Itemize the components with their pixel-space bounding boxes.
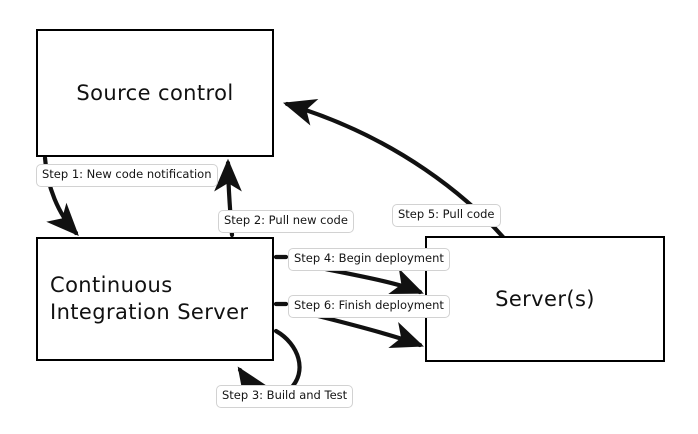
node-source-control-label: Source control	[76, 80, 234, 105]
node-ci-server[interactable]: Continuous Integration Server	[36, 237, 274, 361]
edge-label-step2: Step 2: Pull new code	[218, 210, 354, 233]
edge-label-step3: Step 3: Build and Test	[216, 385, 354, 408]
edge-step6-path	[273, 301, 420, 345]
edge-step4-path	[273, 257, 420, 292]
edge-label-step4: Step 4: Begin deployment	[288, 248, 450, 271]
node-source-control[interactable]: Source control	[36, 29, 274, 157]
node-servers[interactable]: Server(s)	[425, 236, 665, 362]
node-servers-label: Server(s)	[495, 286, 595, 311]
edge-label-step6: Step 6: Finish deployment	[288, 295, 450, 318]
edge-label-step5: Step 5: Pull code	[392, 204, 501, 227]
edge-label-step1: Step 1: New code notification	[36, 164, 218, 187]
node-ci-server-label: Continuous Integration Server	[50, 273, 249, 324]
